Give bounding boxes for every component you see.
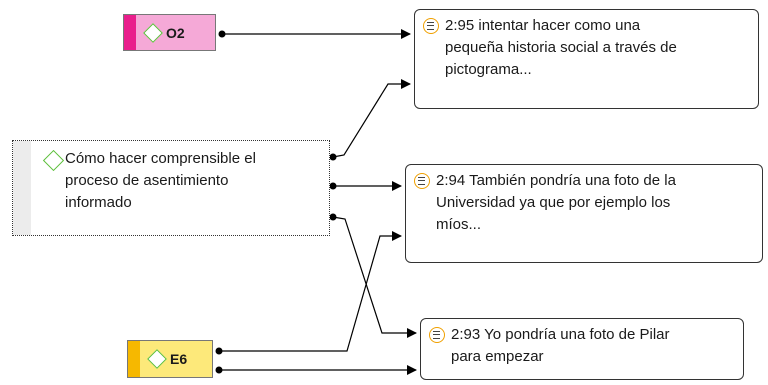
link-main-q93[interactable]	[329, 213, 417, 338]
quotation-text-line: pictograma...	[445, 61, 532, 78]
quotation-text-line: 2:93 Yo pondría una foto de Pilar	[451, 326, 670, 343]
code-text-line: informado	[65, 194, 132, 211]
quotation-text-line: pequeña historia social a través de	[445, 39, 677, 56]
diamond-icon	[143, 22, 163, 43]
code-node-o2[interactable]: O2	[123, 14, 216, 51]
code-label: O2	[166, 24, 185, 41]
quote-icon	[423, 18, 439, 34]
quote-icon	[429, 327, 445, 343]
link-e6-q94[interactable]	[215, 231, 402, 355]
code-color-stripe	[124, 15, 136, 50]
code-label: E6	[170, 351, 188, 367]
diamond-icon	[42, 149, 65, 172]
code-node-content: Cómo hacer comprensible el proceso de as…	[31, 141, 264, 235]
quotation-node-2-93[interactable]: 2:93 Yo pondría una foto de Pilar para e…	[420, 318, 744, 380]
code-node-main[interactable]: Cómo hacer comprensible el proceso de as…	[12, 140, 330, 236]
quotation-node-2-95[interactable]: 2:95 intentar hacer como una pequeña his…	[414, 9, 759, 109]
link-o2-q95[interactable]	[218, 29, 411, 39]
quote-icon	[414, 173, 430, 189]
link-e6-q93[interactable]	[215, 365, 417, 375]
quotation-text-line: 2:94 También pondría una foto de la	[436, 172, 676, 189]
quotation-node-2-94[interactable]: 2:94 También pondría una foto de la Univ…	[405, 164, 763, 263]
code-node-e6[interactable]: E6	[127, 340, 213, 378]
code-color-stripe	[128, 341, 140, 377]
quotation-text-line: para empezar	[451, 348, 544, 365]
code-node-sidebar	[13, 141, 31, 235]
code-text-line: Cómo hacer comprensible el	[65, 150, 256, 167]
diamond-icon	[147, 349, 167, 369]
link-main-q94[interactable]	[329, 181, 402, 191]
quotation-text-line: Universidad ya que por ejemplo los	[436, 194, 671, 211]
quotation-text-line: 2:95 intentar hacer como una	[445, 17, 641, 34]
quotation-text-line: míos...	[436, 216, 482, 233]
code-text-line: proceso de asentimiento	[65, 172, 229, 189]
link-main-q95[interactable]	[329, 79, 411, 161]
